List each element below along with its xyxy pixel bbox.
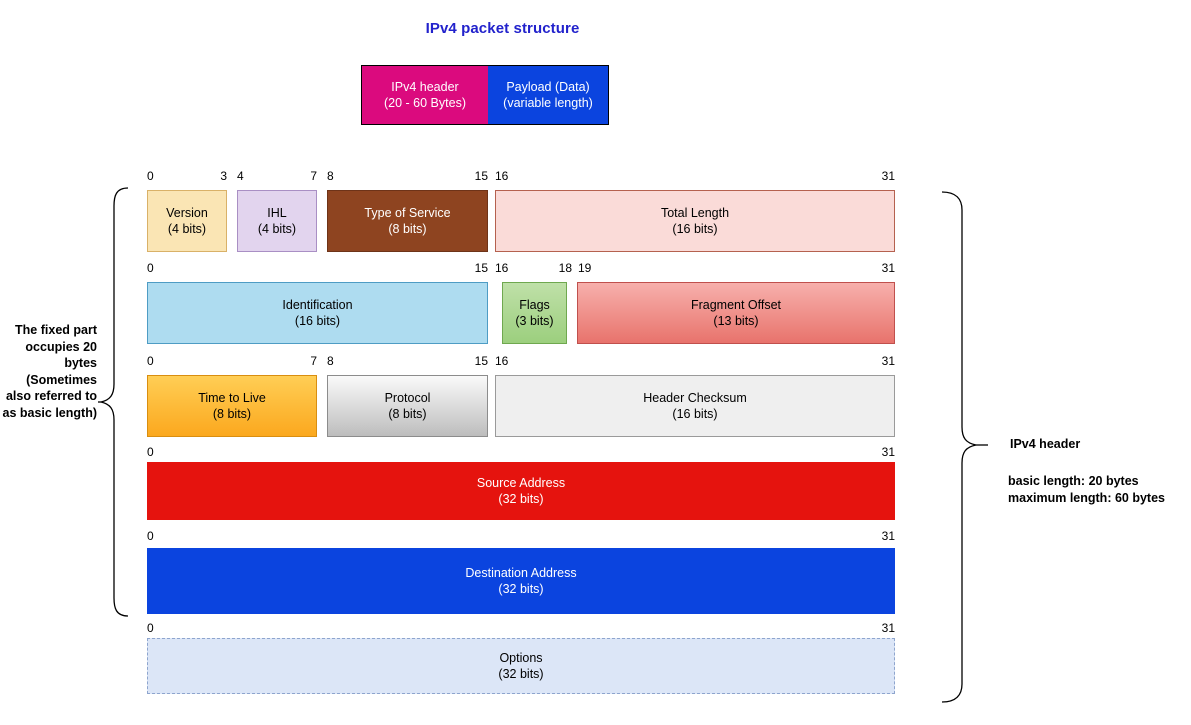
field-source-address: Source Address (32 bits) xyxy=(147,462,895,520)
bit-tick-31: 31 xyxy=(881,621,895,635)
field-version-label: Version xyxy=(166,206,208,220)
field-version-size: (4 bits) xyxy=(167,222,207,236)
bit-ruler-row-1: 0 3 4 7 8 15 16 31 xyxy=(147,168,895,184)
bit-tick-19: 19 xyxy=(578,261,592,275)
field-protocol-size: (8 bits) xyxy=(388,407,427,421)
packet-segment-payload: Payload (Data) (variable length) xyxy=(488,66,608,124)
packet-overview-strip: IPv4 header (20 - 60 Bytes) Payload (Dat… xyxy=(361,65,609,125)
field-protocol: Protocol (8 bits) xyxy=(327,375,488,437)
bit-tick-0: 0 xyxy=(147,261,154,275)
field-version: Version (4 bits) xyxy=(147,190,227,252)
bit-tick-15: 15 xyxy=(474,354,488,368)
bit-tick-3: 3 xyxy=(220,169,227,183)
field-header-checksum-size: (16 bits) xyxy=(672,407,718,421)
bit-tick-16: 16 xyxy=(495,354,509,368)
bit-tick-7: 7 xyxy=(310,354,317,368)
field-fragment-offset-label: Fragment Offset xyxy=(690,298,782,312)
field-destination-address: Destination Address (32 bits) xyxy=(147,548,895,614)
bit-tick-0: 0 xyxy=(147,169,154,183)
bit-tick-31: 31 xyxy=(881,261,895,275)
field-header-checksum: Header Checksum (16 bits) xyxy=(495,375,895,437)
field-total-length-label: Total Length xyxy=(660,206,730,220)
bit-tick-7: 7 xyxy=(310,169,317,183)
bit-tick-0: 0 xyxy=(147,621,154,635)
page-title: IPv4 packet structure xyxy=(425,20,580,37)
field-destination-address-size: (32 bits) xyxy=(498,582,544,596)
field-type-of-service-label: Type of Service xyxy=(364,206,451,220)
bit-tick-16: 16 xyxy=(495,169,509,183)
field-destination-address-label: Destination Address xyxy=(465,566,577,580)
bit-tick-31: 31 xyxy=(881,169,895,183)
field-identification: Identification (16 bits) xyxy=(147,282,488,344)
field-time-to-live-label: Time to Live xyxy=(198,391,266,405)
bit-tick-8: 8 xyxy=(327,169,334,183)
bit-tick-0: 0 xyxy=(147,529,154,543)
field-time-to-live: Time to Live (8 bits) xyxy=(147,375,317,437)
right-annotation-basic-length: basic length: 20 bytes xyxy=(1008,474,1139,488)
bit-ruler-row-4: 0 31 xyxy=(147,444,895,460)
bit-tick-31: 31 xyxy=(881,354,895,368)
bit-tick-15: 15 xyxy=(474,169,488,183)
field-flags-size: (3 bits) xyxy=(515,314,554,328)
bit-ruler-row-3: 0 7 8 15 16 31 xyxy=(147,353,895,369)
bit-tick-31: 31 xyxy=(881,529,895,543)
bit-tick-0: 0 xyxy=(147,354,154,368)
field-flags-label: Flags xyxy=(519,298,550,312)
right-annotation-maximum-length: maximum length: 60 bytes xyxy=(1008,490,1165,505)
field-total-length-size: (16 bits) xyxy=(672,222,718,236)
bit-tick-8: 8 xyxy=(327,354,334,368)
field-identification-label: Identification xyxy=(282,298,353,312)
field-time-to-live-size: (8 bits) xyxy=(212,407,252,421)
field-total-length: Total Length (16 bits) xyxy=(495,190,895,252)
bit-tick-15: 15 xyxy=(474,261,488,275)
field-identification-size: (16 bits) xyxy=(294,314,341,328)
field-ihl-label: IHL xyxy=(267,206,287,220)
bit-tick-18: 18 xyxy=(558,261,572,275)
right-annotation-title: IPv4 header xyxy=(1010,437,1081,451)
left-annotation-text: The fixed part occupies 20 bytes (Someti… xyxy=(2,323,97,420)
right-brace xyxy=(941,191,988,703)
packet-segment-ipv4-header: IPv4 header (20 - 60 Bytes) xyxy=(362,66,488,124)
field-type-of-service-size: (8 bits) xyxy=(388,222,427,236)
field-options-label: Options xyxy=(499,651,543,665)
packet-segment-ipv4-header-label: IPv4 header xyxy=(391,80,459,94)
field-fragment-offset: Fragment Offset (13 bits) xyxy=(577,282,895,344)
packet-segment-ipv4-header-size: (20 - 60 Bytes) xyxy=(384,96,466,110)
field-ihl: IHL (4 bits) xyxy=(237,190,317,252)
bit-ruler-row-5: 0 31 xyxy=(147,528,895,544)
bit-tick-31: 31 xyxy=(881,445,895,459)
field-options: Options (32 bits) xyxy=(147,638,895,694)
field-header-checksum-label: Header Checksum xyxy=(643,391,747,405)
field-source-address-label: Source Address xyxy=(476,476,566,490)
bit-ruler-row-2: 0 15 16 18 19 31 xyxy=(147,260,895,276)
bit-tick-0: 0 xyxy=(147,445,154,459)
field-flags: Flags (3 bits) xyxy=(502,282,567,344)
field-fragment-offset-size: (13 bits) xyxy=(713,314,759,328)
left-brace xyxy=(98,187,129,617)
packet-segment-payload-label: Payload (Data) xyxy=(506,80,590,94)
field-type-of-service: Type of Service (8 bits) xyxy=(327,190,488,252)
bit-tick-16: 16 xyxy=(495,261,509,275)
packet-segment-payload-size: (variable length) xyxy=(503,96,593,110)
bit-ruler-row-6: 0 31 xyxy=(147,620,895,636)
right-annotation-details: basic length: 20 bytes maximum length: 6… xyxy=(1008,473,1165,506)
field-source-address-size: (32 bits) xyxy=(498,492,544,506)
field-ihl-size: (4 bits) xyxy=(257,222,297,236)
field-options-size: (32 bits) xyxy=(498,667,544,681)
bit-tick-4: 4 xyxy=(237,169,244,183)
field-protocol-label: Protocol xyxy=(384,391,431,405)
